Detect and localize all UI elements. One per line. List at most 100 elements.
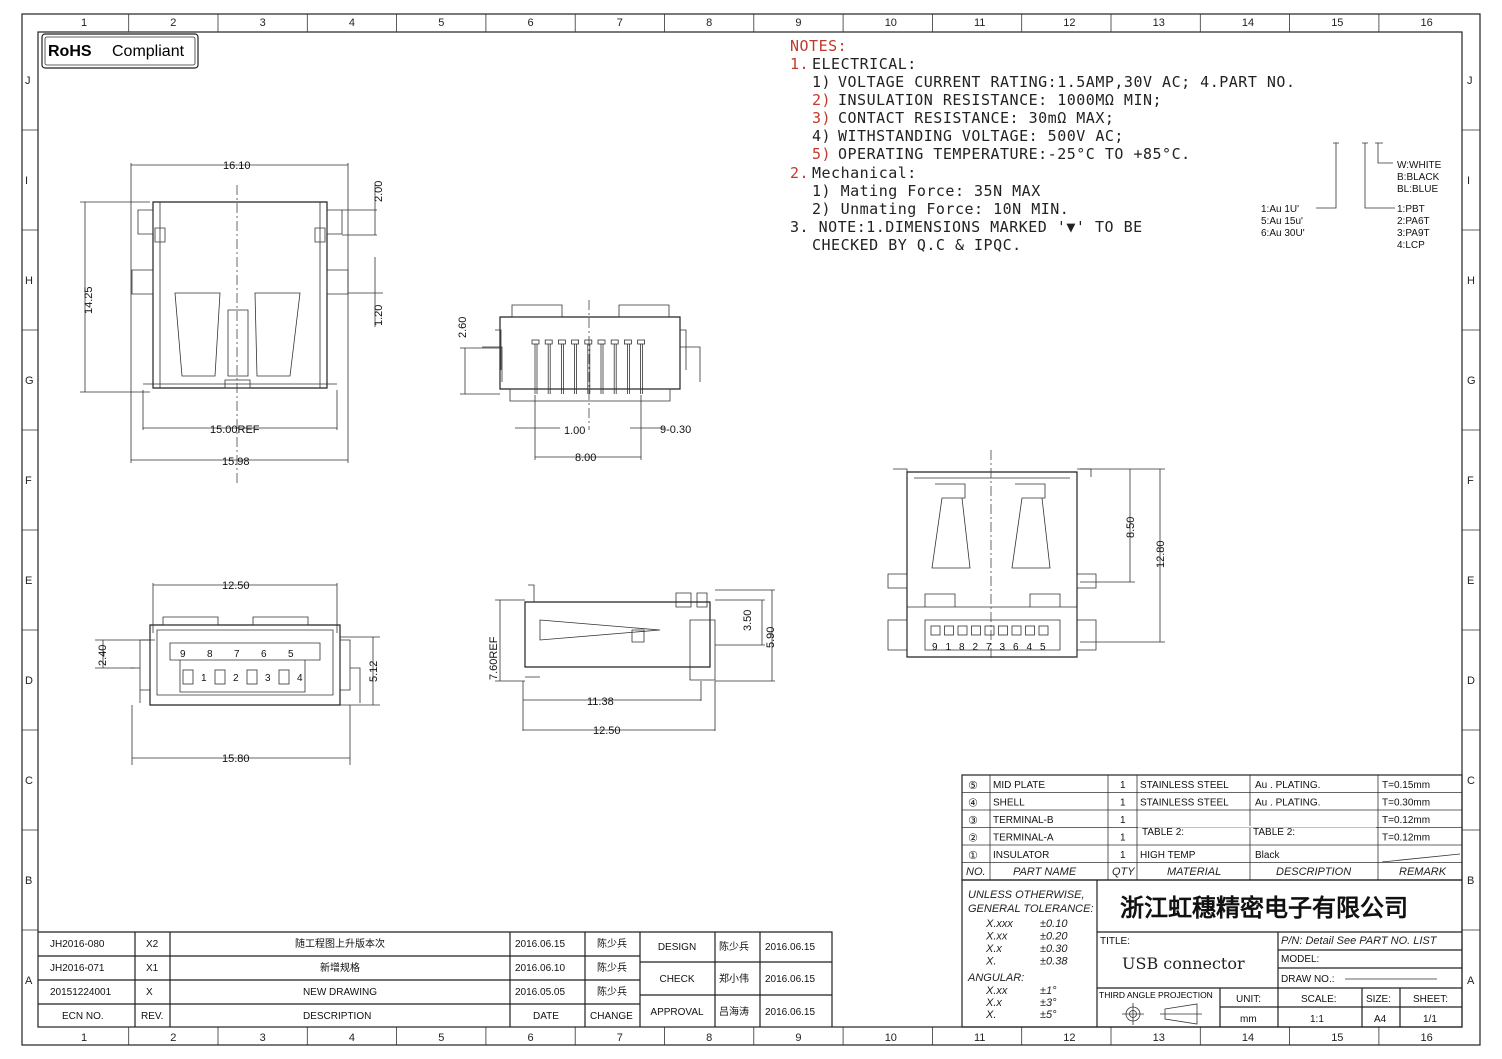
legend-plating: 6:Au 30U' [1261,228,1305,239]
part-qty: 1 [1120,815,1126,826]
pin-number: 9 [180,649,186,660]
pin-number: 1 [201,673,207,684]
dim-label: 1.00 [564,425,585,437]
part-number: P/N: Detail See PART NO. LIST [1281,935,1438,947]
tolerance-format: X. [985,956,996,968]
merged-cell [1138,826,1376,828]
pin [627,344,630,394]
part-material: TABLE 2: [1142,827,1184,838]
part-no: ③ [968,814,978,827]
size-value: A4 [1374,1014,1387,1025]
part-no: ⑤ [968,779,978,792]
dim-label: 5.12 [368,661,380,682]
drawing-title: USB connector [1122,954,1245,973]
pin-number: 3 [265,673,271,684]
sheet-value: 1/1 [1423,1014,1437,1025]
grid-row-label: D [1467,675,1475,687]
blank-remark-slash [1381,853,1461,863]
grid-column-label: 7 [617,17,623,29]
grid-column-label: 1 [81,1032,87,1044]
note-3-cont: CHECKED BY Q.C & IPQC. [812,236,1022,254]
grid-row-label: A [1467,975,1475,987]
pin [587,344,591,394]
header-material: MATERIAL [1167,866,1221,878]
note-e4: WITHSTANDING VOLTAGE: 500V AC; [838,127,1124,145]
grid-row-label: C [25,775,33,787]
revision-date: 2016.06.10 [515,963,565,974]
pin-number: 6 [1013,642,1019,653]
dim-label: 15.98 [222,456,250,468]
tolerance-value: ±0.10 [1040,918,1068,930]
grid-reference-marks: 1122334455667788991010111112121313141415… [22,14,1480,1045]
part-material: STAINLESS STEEL [1140,780,1229,791]
tolerance-value: ±0.20 [1040,931,1068,943]
approval-date: 2016.06.15 [765,1007,815,1018]
grid-column-label: 9 [795,17,801,29]
notes: NOTES: 1. ELECTRICAL: 1) VOLTAGE CURRENT… [790,37,1295,254]
note-e5: OPERATING TEMPERATURE:-25°C TO +85°C. [838,145,1191,163]
note-m2: 2) Unmating Force: 10N MIN. [812,200,1069,218]
grid-column-label: 12 [1063,17,1075,29]
revision-description: 新增规格 [320,961,360,974]
outer-frame [21,13,1481,1046]
part-name: SHELL [993,798,1025,809]
grid-row-label: I [25,175,28,187]
pin [531,339,540,345]
grid-row-label: H [1467,275,1475,287]
legend-color: W:WHITE [1397,160,1442,171]
grid-row-label: C [1467,775,1475,787]
pin [624,339,632,345]
part-number-legend: 1:Au 1U' 5:Au 15u' 6:Au 30U' 1:PBT 2:PA6… [1261,142,1442,251]
contact [214,669,226,685]
dim-label: 2.60 [457,317,469,338]
third-angle-projection-icon [1122,1003,1202,1025]
header-change: CHANGE [590,1011,633,1022]
part-qty: 1 [1120,798,1126,809]
dim-label: 1.20 [373,305,385,326]
pin-number: 8 [207,649,213,660]
compliant-label: Compliant [112,43,185,60]
grid-row-label: D [25,675,33,687]
revision-description: 随工程图上升版本次 [295,937,385,950]
angular-value: ±3° [1040,997,1057,1009]
tolerance-value: ±0.30 [1040,943,1068,955]
note-num: 1. [790,55,809,73]
contact [246,669,258,685]
dim-label: 3.50 [742,610,754,631]
grid-column-label: 16 [1421,1032,1433,1044]
dim-label: 11.38 [587,696,614,708]
side-view: 7.60REF 3.50 5.90 11.38 12.50 [488,584,777,737]
dim-label: 7.60REF [488,636,500,680]
part-description: TABLE 2: [1253,827,1295,838]
part-description: Black [1255,850,1280,861]
part-material: HIGH TEMP [1140,850,1196,861]
note-m1: 1) Mating Force: 35N MAX [812,182,1041,200]
inner-frame [37,31,1463,1028]
scale-value: 1:1 [1310,1014,1324,1025]
tolerance-format: X.xxx [985,918,1013,930]
ecn-number: JH2016-071 [50,963,105,974]
grid-column-label: 6 [528,1032,534,1044]
grid-row-label: G [1467,375,1476,387]
pin-pad [957,625,968,636]
grid-column-label: 7 [617,1032,623,1044]
header-description: DESCRIPTION [303,1011,371,1022]
pin-pad [930,625,941,636]
revision-description: NEW DRAWING [303,987,377,998]
grid-column-label: 16 [1421,17,1433,29]
approval-role: CHECK [659,974,694,985]
grid-row-label: B [1467,875,1474,887]
header-description: DESCRIPTION [1276,866,1351,878]
grid-column-label: 9 [795,1032,801,1044]
pin-number: 5 [288,649,294,660]
grid-column-label: 3 [260,17,266,29]
grid-row-label: A [25,975,33,987]
legend-material: 1:PBT [1397,204,1425,215]
part-name: TERMINAL-A [993,833,1054,844]
pin-number: 1 [946,642,952,653]
pin [584,339,593,345]
part-remark: T=0.30mm [1382,798,1430,809]
revision-date: 2016.06.15 [515,939,565,950]
pin-number: 3 [1000,642,1006,653]
